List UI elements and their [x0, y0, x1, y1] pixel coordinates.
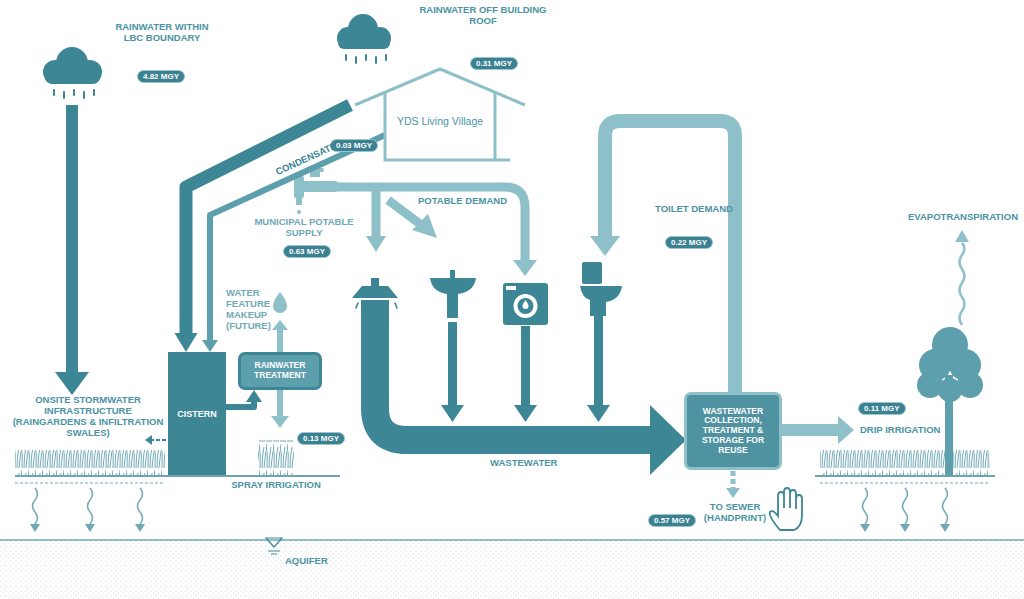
- treatment-box: RAINWATER TREATMENT: [238, 352, 322, 390]
- flow-label: ONSITE STORMWATER INFRASTRUCTURE (RAINGA…: [12, 395, 164, 439]
- node-text: WASTEWATER COLLECTION, TREATMENT & STORA…: [692, 407, 774, 456]
- flow-label: SPRAY IRRIGATION: [216, 480, 336, 491]
- node-text: RAINWATER TREATMENT: [246, 361, 314, 381]
- cistern-tank: CISTERN: [168, 352, 226, 475]
- flow-label: MUNICIPAL POTABLE SUPPLY: [248, 217, 360, 239]
- flow-pipe: [202, 135, 385, 352]
- callout-number: 0.13 MGY: [297, 432, 345, 445]
- callout-number: 0.22 MGY: [665, 236, 713, 249]
- flow-label: EVAPOTRANSPIRATION: [908, 212, 1018, 223]
- callout-number: 0.31 MGY: [470, 57, 518, 70]
- flow-label: RAINWATER OFF BUILDING ROOF: [418, 5, 548, 27]
- callout-number: 0.63 MGY: [283, 245, 331, 258]
- flow-label: WASTEWATER: [490, 458, 557, 469]
- node-text: YDS Living Village: [385, 115, 495, 128]
- callout-number: 0.11 MGY: [858, 402, 906, 415]
- flow-pipe: [175, 105, 351, 352]
- flow-label: POTABLE DEMAND: [418, 196, 508, 207]
- callout-number: 0.57 MGY: [648, 514, 696, 527]
- callout-number: 4.82 MGY: [137, 70, 185, 83]
- flow-label: TO SEWER (HANDPRINT): [695, 502, 775, 524]
- node-text: CISTERN: [177, 409, 217, 419]
- flow-label: DRIP IRRIGATION: [860, 425, 940, 436]
- flow-label: AQUIFER: [285, 556, 328, 567]
- treatment-box: WASTEWATER COLLECTION, TREATMENT & STORA…: [684, 392, 782, 470]
- flow-pipe: [226, 390, 262, 407]
- flow-label: TOILET DEMAND: [655, 204, 735, 215]
- flow-label: WATER FEATURE MAKEUP (FUTURE): [226, 288, 274, 332]
- flow-label: RAINWATER WITHIN LBC BOUNDARY: [112, 22, 212, 44]
